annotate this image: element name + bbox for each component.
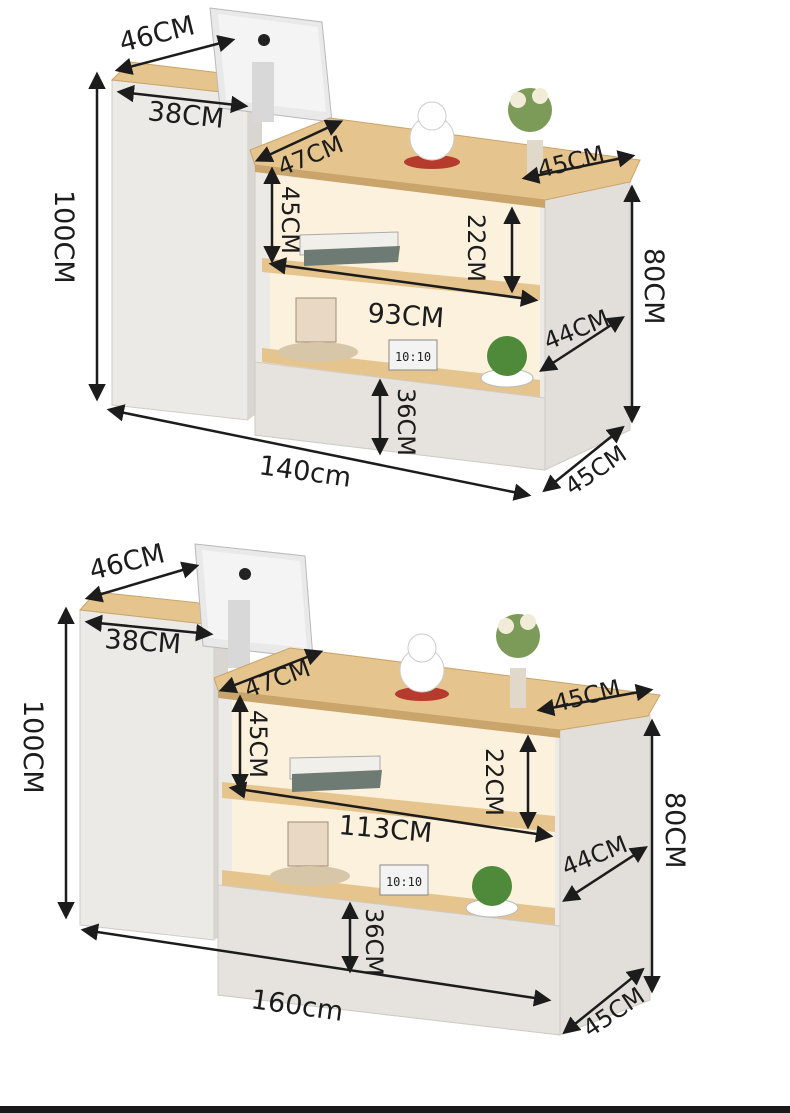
lucky-cat-figurine-icon <box>395 633 449 701</box>
label-plinth-height: 36CM <box>392 388 420 456</box>
label-shelf-gap-small: 22CM <box>462 214 490 282</box>
label-shelf-gap-small: 22CM <box>480 748 508 816</box>
label-shelf-gap-upper: 45CM <box>276 186 304 254</box>
succulent-plant-icon <box>465 866 519 918</box>
apple-logo-icon <box>239 568 251 580</box>
desk-160cm-drawing: 10:10 46CM 38CM <box>17 538 690 1043</box>
succulent-plant-icon <box>480 336 534 388</box>
label-height-total: 100CM <box>48 190 79 284</box>
apple-logo-icon <box>258 34 270 46</box>
label-right-height: 80CM <box>659 792 690 869</box>
desk-140cm-drawing: 10:10 46 <box>48 7 669 501</box>
flower-vase-icon <box>496 614 540 708</box>
label-depth-top: 46CM <box>86 538 168 587</box>
label-plinth-height: 36CM <box>360 908 388 976</box>
digital-clock-icon: 10:10 <box>379 864 429 896</box>
digital-clock-icon: 10:10 <box>388 339 438 371</box>
books-stack <box>299 231 400 266</box>
monitor <box>194 543 314 668</box>
label-height-total: 100CM <box>17 700 48 794</box>
desk-160cm-panel: 10:10 46CM 38CM <box>0 530 790 1050</box>
dimension-arrows <box>88 35 641 501</box>
bottom-divider <box>0 1106 790 1113</box>
label-inner-width: 93CM <box>367 298 445 334</box>
label-counter-width: 38CM <box>104 624 182 660</box>
label-shelf-gap-upper: 45CM <box>244 710 272 778</box>
books-stack <box>289 755 382 792</box>
clock-display: 10:10 <box>395 350 431 364</box>
desk-140cm-panel: 10:10 46 <box>0 0 790 520</box>
dimension-arrows <box>57 561 661 1035</box>
clock-display: 10:10 <box>386 875 422 889</box>
lucky-cat-figurine-icon <box>404 101 460 169</box>
label-right-height: 80CM <box>638 248 669 325</box>
